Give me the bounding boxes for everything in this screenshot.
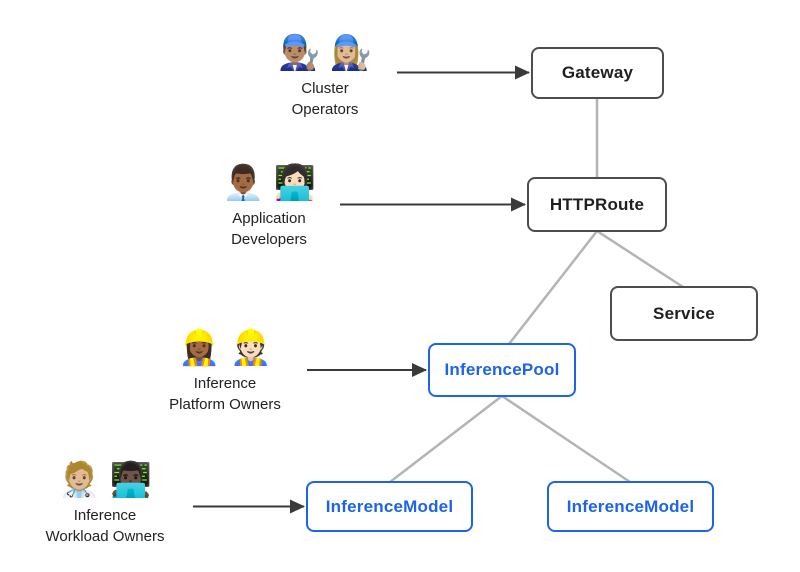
developers-emoji: 👨🏾‍💼 👩🏻‍💻 bbox=[221, 164, 317, 202]
node-httproute: HTTPRoute bbox=[527, 177, 667, 232]
inference-workload-owners-label: Inference Workload Owners bbox=[46, 505, 165, 547]
persona-inference-platform-owners: 👷🏾‍♀️ 👷🏻 Inference Platform Owners bbox=[145, 325, 305, 415]
workload-owners-emoji: 🧑🏼‍⚕️ 👨🏿‍💻 bbox=[57, 461, 153, 499]
edge-inferencepool-inferencemodel-right bbox=[501, 394, 631, 484]
node-inferencemodel-right-label: InferenceModel bbox=[566, 496, 695, 516]
construction-workers-emoji: 👷🏾‍♀️ 👷🏻 bbox=[177, 329, 273, 367]
edge-httproute-inferencepool bbox=[508, 230, 598, 345]
persona-application-developers: 👨🏾‍💼 👩🏻‍💻 Application Developers bbox=[189, 160, 349, 250]
node-inferencepool-label: InferencePool bbox=[444, 360, 560, 379]
node-inferencemodel-right: InferenceModel bbox=[547, 481, 714, 532]
mechanics-emoji: 👨🏽‍🔧 👩🏼‍🔧 bbox=[277, 34, 373, 72]
application-developers-label-line1: Application bbox=[232, 210, 306, 227]
inference-platform-owners-label: Inference Platform Owners bbox=[169, 373, 281, 415]
inference-workload-owners-label-line1: Inference bbox=[73, 507, 137, 524]
application-developers-label-line2: Developers bbox=[231, 231, 307, 248]
inference-platform-owners-label-line1: Inference bbox=[193, 375, 257, 392]
persona-inference-workload-owners: 🧑🏼‍⚕️ 👨🏿‍💻 Inference Workload Owners bbox=[25, 457, 185, 547]
cluster-operators-label: Cluster Operators bbox=[292, 78, 359, 120]
inference-workload-owners-label-line2: Workload Owners bbox=[45, 528, 165, 545]
edge-httproute-service bbox=[596, 229, 684, 289]
node-inferencepool: InferencePool bbox=[428, 343, 576, 397]
cluster-operators-label-line2: Operators bbox=[291, 101, 359, 118]
persona-cluster-operators: 👨🏽‍🔧 👩🏼‍🔧 Cluster Operators bbox=[245, 30, 405, 120]
node-httproute-label: HTTPRoute bbox=[549, 194, 645, 214]
application-developers-label: Application Developers bbox=[231, 208, 307, 250]
node-gateway-label: Gateway bbox=[561, 63, 634, 82]
edge-inferencepool-inferencemodel-left bbox=[389, 395, 503, 483]
node-service-label: Service bbox=[653, 303, 715, 323]
node-inferencemodel-left-label: InferenceModel bbox=[325, 496, 454, 516]
node-service: Service bbox=[610, 286, 758, 341]
node-inferencemodel-left: InferenceModel bbox=[306, 481, 473, 532]
node-gateway: Gateway bbox=[531, 47, 664, 99]
inference-platform-owners-label-line2: Platform Owners bbox=[169, 396, 281, 413]
cluster-operators-label-line1: Cluster bbox=[301, 80, 349, 97]
